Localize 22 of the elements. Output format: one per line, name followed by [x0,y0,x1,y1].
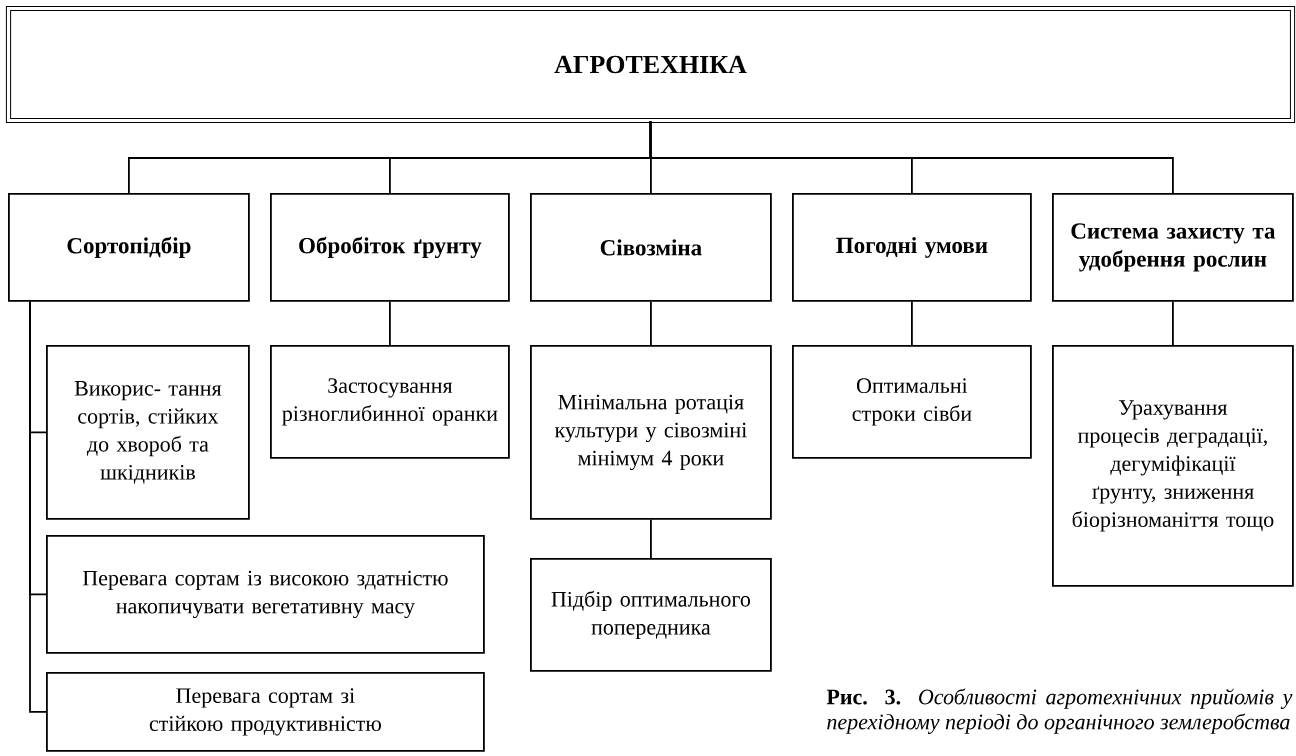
category-box: Сортопідбір [8,193,250,302]
connector-line [650,518,652,559]
connector-line [29,300,47,713]
category-box: Система захисту та удобрення рослин [1052,193,1294,302]
title-box: АГРОТЕХНІКА [5,5,1296,124]
detail-box: Застосування різноглибинної оранки [270,345,510,459]
connector-line [389,300,391,346]
detail-box: Підбір оптимального попередника [530,558,772,672]
connector-line [1172,300,1174,346]
connector-line [649,120,1174,194]
detail-box: Перевага сортам із високою здатністю накопичувати вегетативну масу [46,535,485,654]
detail-box: Оптимальні строки сівби [792,345,1032,459]
connector-line [911,300,913,346]
detail-box: Урахування процесів деградації, дегуміфікації ґрунту, зниження біорізноманіття тощо [1052,345,1294,587]
detail-box: Перевага сортам зі стійкою продуктивністю [46,672,485,752]
category-box: Погодні умови [792,193,1032,302]
detail-box: Викорис- тання сортів, стійких до хвороб та шкідників [46,345,250,520]
category-box: Сівозміна [530,193,772,302]
category-box: Обробіток ґрунту [270,193,510,302]
caption: Рис. 3. Особливості агротехнічних прийомів у перехідному періоді до органічного землеробства [826,688,1293,734]
detail-box: Мінімальна ротація культури у сівозміні мінімум 4 роки [530,345,772,520]
connector-line [650,300,652,346]
